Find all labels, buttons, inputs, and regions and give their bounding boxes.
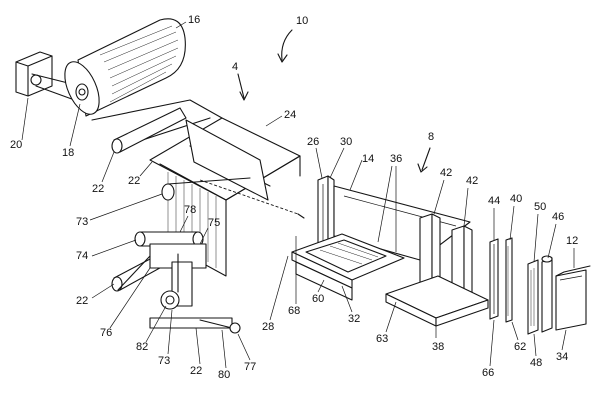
ref-label: 30 (340, 136, 352, 148)
bag-stack (555, 265, 591, 331)
ref-label: 74 (76, 250, 88, 262)
ref-label: 22 (128, 175, 140, 187)
shaft-77 (199, 319, 241, 334)
ref-label: 22 (190, 365, 202, 377)
ref-label: 22 (92, 183, 104, 195)
roller-73-upper (161, 177, 251, 201)
ref-label: 44 (488, 195, 500, 207)
ref-label: 28 (262, 321, 274, 333)
ref-label: 14 (362, 153, 374, 165)
ref-label: 50 (534, 201, 546, 213)
ref-label: 68 (288, 305, 300, 317)
dancer-arm-assembly (117, 243, 207, 310)
ref-label: 80 (218, 369, 230, 381)
ref-label: 18 (62, 147, 74, 159)
cutter-column-right (451, 225, 473, 301)
ref-label: 4 (232, 61, 238, 73)
ref-label: 76 (100, 327, 112, 339)
ref-label: 46 (552, 211, 564, 223)
ref-label: 36 (390, 153, 402, 165)
ref-label: 40 (510, 193, 522, 205)
sealing-column (317, 175, 335, 253)
guide-post-40 (505, 237, 513, 323)
guide-roller-bottom (149, 317, 233, 329)
ref-label: 8 (428, 131, 434, 143)
ref-label: 73 (76, 216, 88, 228)
ref-label: 78 (184, 204, 196, 216)
ref-label: 82 (136, 341, 148, 353)
ref-label: 77 (244, 361, 256, 373)
ref-label: 34 (556, 351, 568, 363)
ref-label: 60 (312, 293, 324, 305)
ref-label: 24 (284, 109, 296, 121)
ref-label: 20 (10, 139, 22, 151)
ref-label: 22 (76, 295, 88, 307)
guide-post-44 (489, 238, 499, 320)
ref-label: 12 (566, 235, 578, 247)
transfer-plate (291, 233, 405, 289)
ref-label: 42 (466, 175, 478, 187)
ref-label: 75 (208, 217, 220, 229)
ref-label: 32 (348, 313, 360, 325)
ref-label: 63 (376, 333, 388, 345)
cutter-column-left (419, 213, 441, 295)
ref-label: 48 (530, 357, 542, 369)
ref-label: 26 (307, 136, 319, 148)
stacking-column-50 (527, 259, 539, 335)
guide-roller-upper (111, 107, 187, 154)
tension-roller-78 (134, 231, 204, 247)
ref-label: 10 (296, 15, 308, 27)
stacking-column-46 (541, 255, 553, 333)
ref-label: 16 (188, 14, 200, 26)
ref-label: 66 (482, 367, 494, 379)
reference-labels: 10 16 4 20 18 24 22 22 26 30 14 36 (10, 14, 578, 381)
ref-label: 62 (514, 341, 526, 353)
ref-label: 38 (432, 341, 444, 353)
ref-label: 42 (440, 167, 452, 179)
ref-label: 73 (158, 355, 170, 367)
supply-roll (64, 18, 186, 117)
film-path (199, 179, 305, 219)
cutter-base-38 (385, 275, 489, 327)
